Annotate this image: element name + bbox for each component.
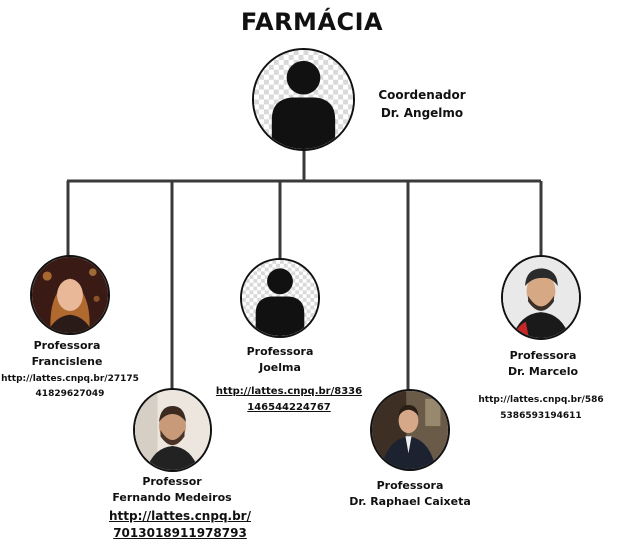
role-marcelo: Professora <box>509 349 577 362</box>
name-fernando: Fernando Medeiros <box>112 491 232 504</box>
name-raphael: Dr. Raphael Caixeta <box>349 495 471 508</box>
avatar-raphael <box>370 389 450 471</box>
name-francislene: Francislene <box>31 355 103 368</box>
coordinator-avatar <box>252 48 355 151</box>
role-raphael: Professora <box>376 479 444 492</box>
coordinator-name: Dr. Angelmo <box>380 106 464 120</box>
avatar-marcelo <box>501 255 581 340</box>
photo-portrait <box>503 257 579 338</box>
lattes-link-fernando[interactable]: http://lattes.cnpq.br/ 7013018911978793 <box>109 509 251 540</box>
role-francislene: Professora <box>33 339 101 352</box>
coordinator-role: Coordenador <box>378 88 466 102</box>
label-marcelo: Professora Dr. Marcelo <box>498 348 588 380</box>
avatar-joelma <box>240 258 320 338</box>
label-fernando: Professor Fernando Medeiros <box>107 474 237 506</box>
label-joelma: Professora Joelma <box>230 344 330 376</box>
avatar-francislene <box>30 255 110 335</box>
lattes-link-joelma[interactable]: http://lattes.cnpq.br/8336 146544224767 <box>215 386 363 413</box>
name-joelma: Joelma <box>259 361 301 374</box>
coordinator-label: Coordenador Dr. Angelmo <box>372 86 472 122</box>
role-fernando: Professor <box>142 475 202 488</box>
person-silhouette-icon <box>242 260 318 336</box>
role-joelma: Professora <box>246 345 314 358</box>
photo-portrait <box>372 391 448 469</box>
avatar-fernando <box>133 388 212 472</box>
name-marcelo: Dr. Marcelo <box>507 365 579 378</box>
person-silhouette-icon <box>254 50 353 149</box>
photo-portrait <box>32 257 108 333</box>
lattes-link-francislene[interactable]: http://lattes.cnpq.br/27175 41829627049 <box>1 374 139 399</box>
photo-portrait <box>135 390 210 470</box>
page-title: FARMÁCIA <box>240 8 384 36</box>
label-raphael: Professora Dr. Raphael Caixeta <box>345 478 475 510</box>
lattes-link-marcelo[interactable]: http://lattes.cnpq.br/586 5386593194611 <box>478 395 604 421</box>
label-francislene: Professora Francislene <box>22 338 112 370</box>
